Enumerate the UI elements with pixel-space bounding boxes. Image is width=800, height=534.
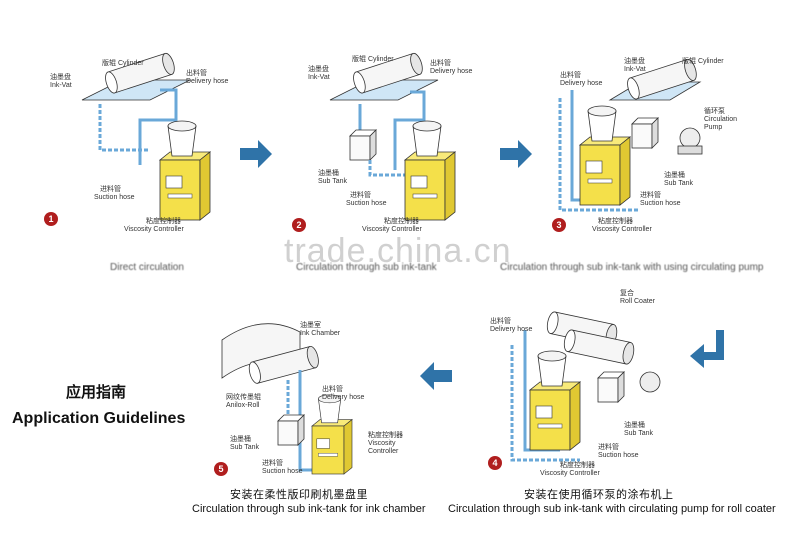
p3-pump-cn: 循环泵	[704, 108, 725, 115]
p1-visc-en: Viscosity Controller	[124, 226, 184, 233]
p4-delivery-en: Delivery hose	[490, 326, 533, 333]
p2-visc-en: Viscosity Controller	[362, 226, 422, 233]
p5-delivery-en: Delivery hose	[322, 394, 365, 401]
p3-vat-cn: 油墨盘	[624, 58, 645, 65]
p4-subtank-cn: 油墨桶	[624, 422, 645, 429]
step-3-badge: 3	[552, 218, 566, 232]
guidelines-title-cn: 应用指南	[66, 384, 127, 401]
p4-suction-cn: 进料管	[598, 444, 619, 451]
p5-subtank-en: Sub Tank	[230, 444, 260, 451]
p3-suction-en: Suction hose	[640, 200, 681, 207]
panel-5-drawing	[221, 323, 353, 475]
p4-caption-cn: 安装在使用循环泵的涂布机上	[524, 489, 674, 501]
step-5-badge: 5	[214, 462, 228, 476]
p1-vat-cn: 油墨盘	[50, 74, 71, 81]
step-2-badge: 2	[292, 218, 306, 232]
p2-subtank-en: Sub Tank	[318, 178, 348, 185]
p5-suction-cn: 进料管	[262, 460, 283, 467]
p5-visc-en: Viscosity Controller	[368, 440, 399, 455]
p3-delivery-en: Delivery hose	[560, 80, 603, 87]
p3-delivery-cn: 出料管	[560, 72, 581, 79]
p4-subtank-en: Sub Tank	[624, 430, 654, 437]
arrow-4-to-5	[420, 362, 452, 390]
panel-4-drawing	[510, 310, 661, 462]
p1-suction-cn: 进料管	[100, 186, 121, 193]
p1-delivery-en: Delivery hose	[186, 78, 229, 85]
p3-subtank-cn: 油墨桶	[664, 172, 685, 179]
p5-anilox-cn: 网纹传墨辊	[226, 394, 261, 401]
p5-subtank-cn: 油墨桶	[230, 436, 251, 443]
p4-delivery-cn: 出料管	[490, 318, 511, 325]
p2-delivery-cn: 出料管	[430, 60, 451, 67]
p5-chamber-cn: 油墨室	[300, 322, 321, 329]
p5-chamber-en: Ink Chamber	[300, 330, 341, 337]
p5-caption-cn: 安装在柔性版印刷机墨盘里	[230, 489, 368, 501]
step-4-badge: 4	[488, 456, 502, 470]
p1-vat-en: Ink-Vat	[50, 82, 72, 89]
p4-coater-cn: 复合	[620, 290, 634, 297]
panel-3-drawing	[558, 57, 703, 212]
p1-suction-en: Suction hose	[94, 194, 135, 201]
p4-caption-en: Circulation through sub ink-tank with ci…	[448, 503, 776, 515]
p2-visc-cn: 粘度控制器	[384, 218, 419, 225]
panel-2-drawing	[329, 51, 456, 221]
p2-vat-en: Ink-Vat	[308, 74, 330, 81]
p4-coater-en: Roll Coater	[620, 298, 656, 305]
p2-subtank-cn: 油墨桶	[318, 170, 339, 177]
p5-visc-cn: 粘度控制器	[368, 432, 403, 439]
p3-visc-cn: 粘度控制器	[598, 218, 633, 225]
p1-caption: Direct circulation	[110, 262, 184, 273]
p2-suction-en: Suction hose	[346, 200, 387, 207]
p2-caption: Circulation through sub ink-tank	[296, 262, 437, 273]
p3-cylinder-label: 版辊 Cylinder	[682, 58, 724, 65]
arrow-1-to-2	[240, 140, 272, 168]
p3-pump-en: Circulation Pump	[704, 116, 738, 131]
guidelines-title-en: Application Guidelines	[12, 410, 186, 427]
p5-delivery-cn: 出料管	[322, 386, 343, 393]
p5-suction-en: Suction hose	[262, 468, 303, 475]
p1-delivery-cn: 出料管	[186, 70, 207, 77]
p2-cylinder-label: 版辊 Cylinder	[352, 56, 394, 63]
arrow-3-to-4	[690, 330, 724, 368]
p4-suction-en: Suction hose	[598, 452, 639, 459]
p3-subtank-en: Sub Tank	[664, 180, 694, 187]
watermark: trade.china.cn	[284, 232, 512, 270]
p1-visc-cn: 粘度控制器	[146, 218, 181, 225]
p4-visc-en: Viscosity Controller	[540, 470, 600, 477]
p2-suction-cn: 进料管	[350, 192, 371, 199]
p3-caption: Circulation through sub ink-tank with us…	[500, 262, 764, 273]
arrow-2-to-3	[500, 140, 532, 168]
p1-cylinder-label: 版辊 Cylinder	[102, 60, 144, 67]
p5-anilox-en: Anilox-Roll	[226, 402, 260, 409]
p2-delivery-en: Delivery hose	[430, 68, 473, 75]
step-1-badge: 1	[44, 212, 58, 226]
p3-vat-en: Ink-Vat	[624, 66, 646, 73]
p4-visc-cn: 粘度控制器	[560, 462, 595, 469]
p3-suction-cn: 进料管	[640, 192, 661, 199]
panel-1-drawing	[81, 51, 211, 221]
p3-visc-en: Viscosity Controller	[592, 226, 652, 233]
p5-caption-en: Circulation through sub ink-tank for ink…	[192, 503, 426, 515]
p2-vat-cn: 油墨盘	[308, 66, 329, 73]
